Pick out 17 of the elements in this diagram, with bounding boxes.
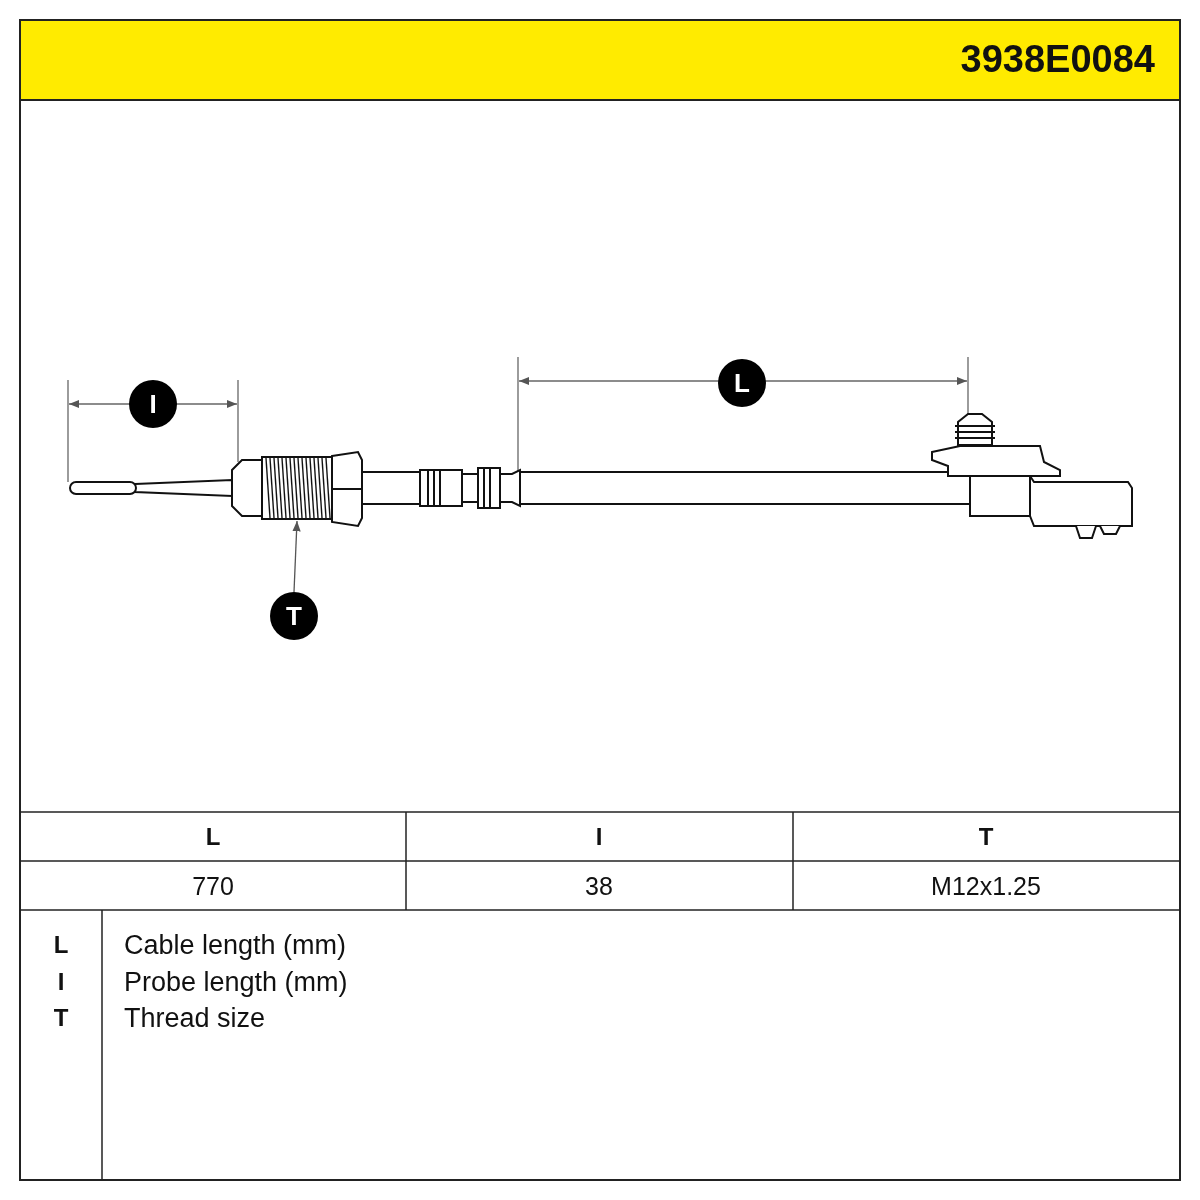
legend-key: I bbox=[57, 967, 65, 997]
leader-line bbox=[292, 520, 301, 593]
legend-key: T bbox=[53, 1003, 69, 1033]
callout-letter: T bbox=[270, 592, 318, 640]
callout-letter: I bbox=[129, 380, 177, 428]
part-number: 3938E0084 bbox=[960, 37, 1155, 83]
column-heading: T bbox=[978, 822, 994, 852]
legend-key: L bbox=[53, 930, 69, 960]
table-value: 38 bbox=[585, 871, 613, 901]
legend-description: Thread size bbox=[124, 1001, 266, 1035]
column-heading: L bbox=[205, 822, 221, 852]
callout-letter: L bbox=[718, 359, 766, 407]
legend-description: Probe length (mm) bbox=[124, 965, 348, 999]
table-value: 770 bbox=[192, 871, 234, 901]
table-value: M12x1.25 bbox=[931, 871, 1041, 901]
column-heading: I bbox=[595, 822, 603, 852]
legend-description: Cable length (mm) bbox=[124, 928, 347, 962]
